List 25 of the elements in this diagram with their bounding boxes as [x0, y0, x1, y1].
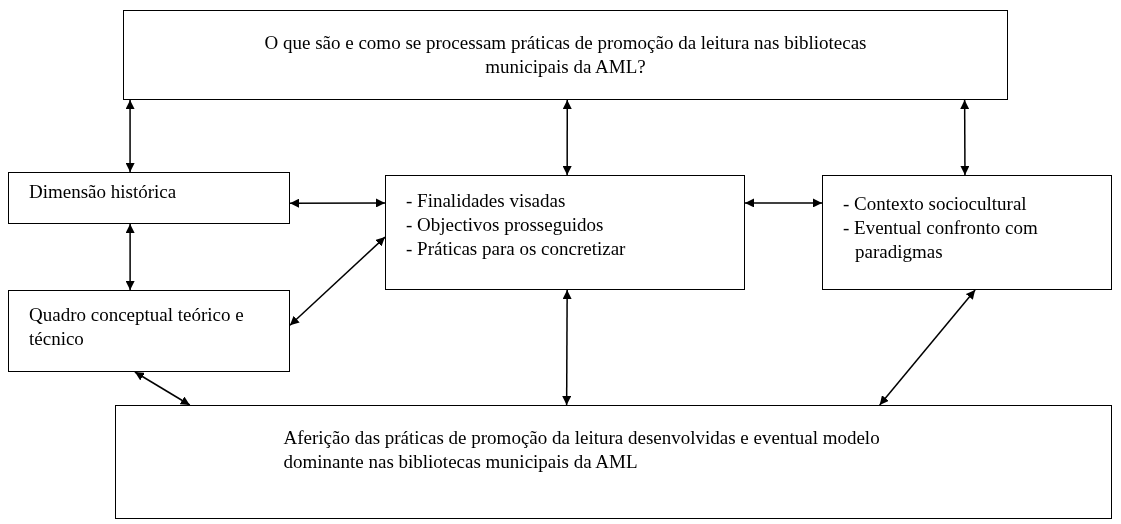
text-box [8, 290, 290, 372]
double-arrow [960, 99, 970, 176]
double-arrow [744, 198, 823, 208]
double-arrow [134, 371, 191, 406]
text-box [385, 175, 745, 290]
box-text: O que são e como se processam práticas de promoção da leitura nas bibliotecas municipais da AML? [263, 31, 868, 79]
box-text: Aferição das práticas de promoção da leitura desenvolvidas e eventual modelo dominante nas bibliotecas municipais da AML [283, 426, 881, 474]
text-box [123, 10, 1008, 100]
box-text: Quadro conceptual teórico e técnico [29, 303, 245, 351]
box-text: - Objectivos prosseguidos [406, 212, 605, 237]
double-arrow [125, 223, 135, 291]
double-arrow [878, 289, 976, 406]
double-arrow [289, 198, 386, 208]
text-box [822, 175, 1112, 290]
box-text: - Práticas para os concretizar [406, 236, 627, 261]
double-arrow [562, 289, 572, 406]
box-text: - Contexto sociocultural [843, 192, 1028, 216]
box-text: - Finalidades visadas [406, 188, 567, 213]
double-arrow [562, 99, 572, 176]
text-box [8, 172, 290, 224]
text-box [115, 405, 1112, 519]
double-arrow [289, 236, 386, 326]
box-text: Dimensão histórica [29, 180, 178, 204]
double-arrow [125, 99, 135, 173]
box-text: - Eventual confronto com paradigmas [843, 216, 1039, 264]
